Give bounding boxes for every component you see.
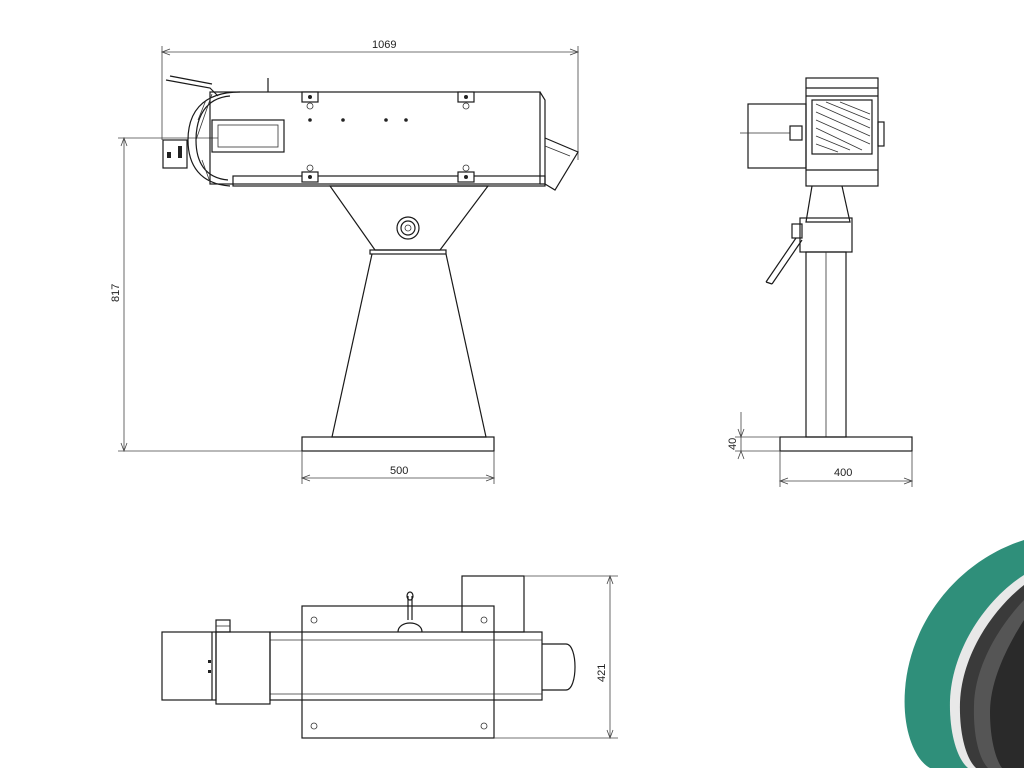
dim-top-depth: 421 [596, 664, 608, 682]
dim-side-base-height: 40 [727, 438, 739, 450]
side-view: 40 400 [727, 77, 914, 487]
abrasive-belt-photo [904, 540, 1024, 768]
dim-base-width: 500 [390, 465, 408, 477]
front-view: 1069 817 [110, 39, 580, 484]
dim-front-width: 1069 [372, 39, 396, 51]
top-view: 421 [161, 574, 618, 740]
dim-front-height: 817 [110, 284, 122, 302]
dim-side-base-width: 400 [834, 467, 852, 479]
